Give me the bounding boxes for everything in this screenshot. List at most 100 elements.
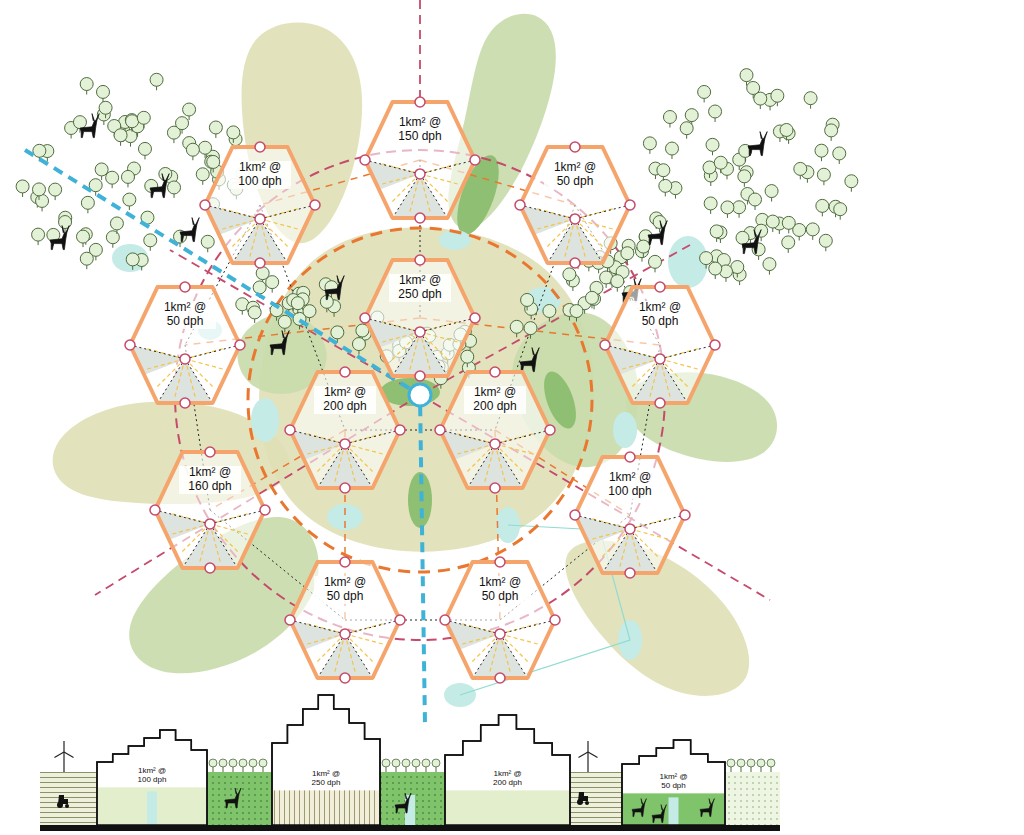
turbine-blade xyxy=(588,752,598,758)
tree-crown xyxy=(32,228,45,241)
hex-cell: 1km² @ 50 dph xyxy=(520,147,630,263)
tree-crown xyxy=(782,216,795,229)
stop-node xyxy=(570,142,580,152)
dotted-path xyxy=(420,160,475,174)
hex-cell: 1km² @ 100 dph xyxy=(205,147,315,263)
stop-node xyxy=(495,629,505,639)
turbine-blade xyxy=(578,752,588,758)
stop-node xyxy=(285,615,295,625)
density-label: 1km² @ 250 dph xyxy=(389,274,451,302)
dotted-path xyxy=(500,634,528,678)
hex-fill xyxy=(290,372,400,488)
stop-node xyxy=(415,169,425,179)
tree-crown xyxy=(106,171,119,184)
building-body xyxy=(97,730,207,825)
walk-ray xyxy=(495,444,505,483)
green-field xyxy=(380,772,445,825)
green-field xyxy=(207,772,272,825)
dotted-path xyxy=(468,444,496,488)
stop-node xyxy=(340,367,350,377)
stop-node xyxy=(570,258,580,268)
dotted-path xyxy=(345,634,373,678)
dotted-path xyxy=(548,219,576,263)
dotted-path xyxy=(183,524,211,568)
tree-crown xyxy=(249,759,257,767)
tree-crown xyxy=(782,236,795,249)
ground-line xyxy=(40,825,780,831)
dotted-path xyxy=(575,219,603,263)
tree-crown xyxy=(227,126,240,139)
tree-crown xyxy=(637,240,650,253)
deer-symbol xyxy=(80,114,99,138)
dotted-path xyxy=(603,529,631,573)
building-outline-stroke xyxy=(97,730,207,825)
tree-crown xyxy=(740,69,753,82)
tree-crown xyxy=(749,193,762,206)
water-feature xyxy=(669,797,679,825)
turbine-blade xyxy=(54,752,64,758)
tree-crown xyxy=(32,183,45,196)
building-section: 1km² @ 50 dph xyxy=(622,740,725,825)
dotted-path xyxy=(500,620,555,634)
tree-crown xyxy=(80,78,93,91)
inner-ring xyxy=(248,228,592,572)
tree-crown xyxy=(521,293,534,306)
stop-node xyxy=(180,282,190,292)
hex-cell: 1km² @ 50 dph xyxy=(130,287,240,403)
density-label: 1km² @ 200 dph xyxy=(464,386,526,414)
tree-crown xyxy=(461,350,474,363)
turbine-mast xyxy=(63,752,64,772)
stop-node xyxy=(625,524,635,534)
tree-crown xyxy=(36,194,49,207)
tree-crown xyxy=(649,255,662,268)
tree-crown xyxy=(176,117,189,130)
stop-node xyxy=(360,155,370,165)
centre-station xyxy=(409,384,431,406)
deer-symbol xyxy=(395,793,411,813)
deer-symbol xyxy=(270,331,289,355)
density-label: 1km² @ 50 dph xyxy=(629,301,691,329)
tree-crown xyxy=(33,144,46,157)
hex-fill xyxy=(365,102,475,218)
dotted-path xyxy=(473,634,501,678)
stop-node xyxy=(570,510,580,520)
tree-crown xyxy=(524,322,537,335)
density-label: 1km² @ 50 dph xyxy=(154,301,216,329)
stop-node xyxy=(200,200,210,210)
deer-symbol xyxy=(150,174,169,198)
density-label: 1km² @ 50 dph xyxy=(314,576,376,604)
tree-crown xyxy=(806,223,819,236)
dotted-path xyxy=(575,515,630,529)
turbine-blade xyxy=(63,741,64,752)
stop-node xyxy=(180,354,190,364)
tree-crown xyxy=(126,115,139,128)
tree-crown xyxy=(771,89,784,102)
walk-ray xyxy=(660,359,670,398)
stop-node xyxy=(495,673,505,683)
tree-crown xyxy=(714,156,727,169)
building-outline-stroke xyxy=(622,740,725,825)
tree-crown xyxy=(201,235,214,248)
water-feature xyxy=(147,791,157,825)
tree-crown xyxy=(432,759,440,767)
tree-crown xyxy=(736,231,749,244)
tree-crown xyxy=(144,234,157,247)
dotted-path xyxy=(633,359,661,403)
tree-crown xyxy=(763,258,776,271)
dotted-path xyxy=(345,620,400,634)
dotted-path xyxy=(318,634,346,678)
tree-crown xyxy=(99,101,112,114)
tree-crown xyxy=(59,216,72,229)
hex-cell: 1km² @ 200 dph xyxy=(440,372,550,488)
tree-crown xyxy=(412,759,420,767)
tree-crown xyxy=(817,168,830,181)
tree-crown xyxy=(543,305,556,318)
tree-crown xyxy=(833,147,846,160)
deer-symbol xyxy=(742,230,761,254)
turbine-blade xyxy=(64,752,74,758)
tree-crown xyxy=(49,183,62,196)
tree-crown xyxy=(126,253,139,266)
building-section: 1km² @ 100 dph xyxy=(97,712,207,825)
tree-crown xyxy=(209,759,217,767)
deer-symbol xyxy=(225,788,241,808)
